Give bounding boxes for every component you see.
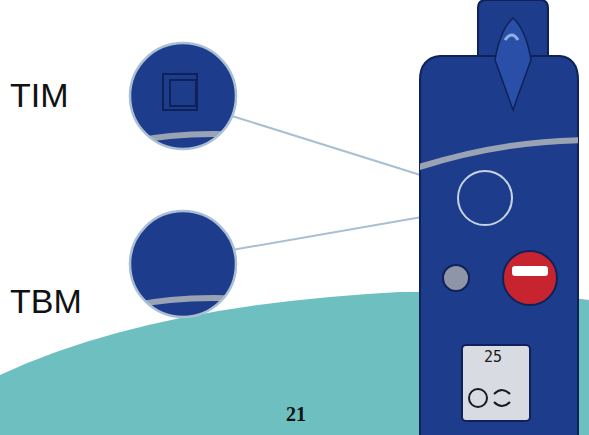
display-face-icon	[469, 389, 487, 407]
red-button	[503, 251, 557, 305]
part-name: TIM	[10, 78, 69, 112]
display-arrows-icon	[494, 390, 510, 406]
button-bar	[512, 266, 548, 276]
display	[462, 345, 530, 421]
page-number: 21	[286, 404, 306, 424]
display-reading: 25	[484, 350, 502, 365]
tim-magnifier	[130, 43, 236, 149]
grey-band	[410, 140, 589, 170]
grey-button	[443, 265, 469, 291]
tim-location-circle	[458, 171, 512, 225]
ridge-highlight	[505, 35, 518, 40]
tbm-magnifier	[130, 211, 236, 317]
tim-symbol	[163, 74, 197, 110]
device-ridge	[495, 18, 531, 110]
device-body	[420, 56, 578, 435]
part-name: TBM	[10, 284, 82, 318]
tim-symbol	[170, 80, 196, 106]
grey-band	[125, 131, 245, 160]
